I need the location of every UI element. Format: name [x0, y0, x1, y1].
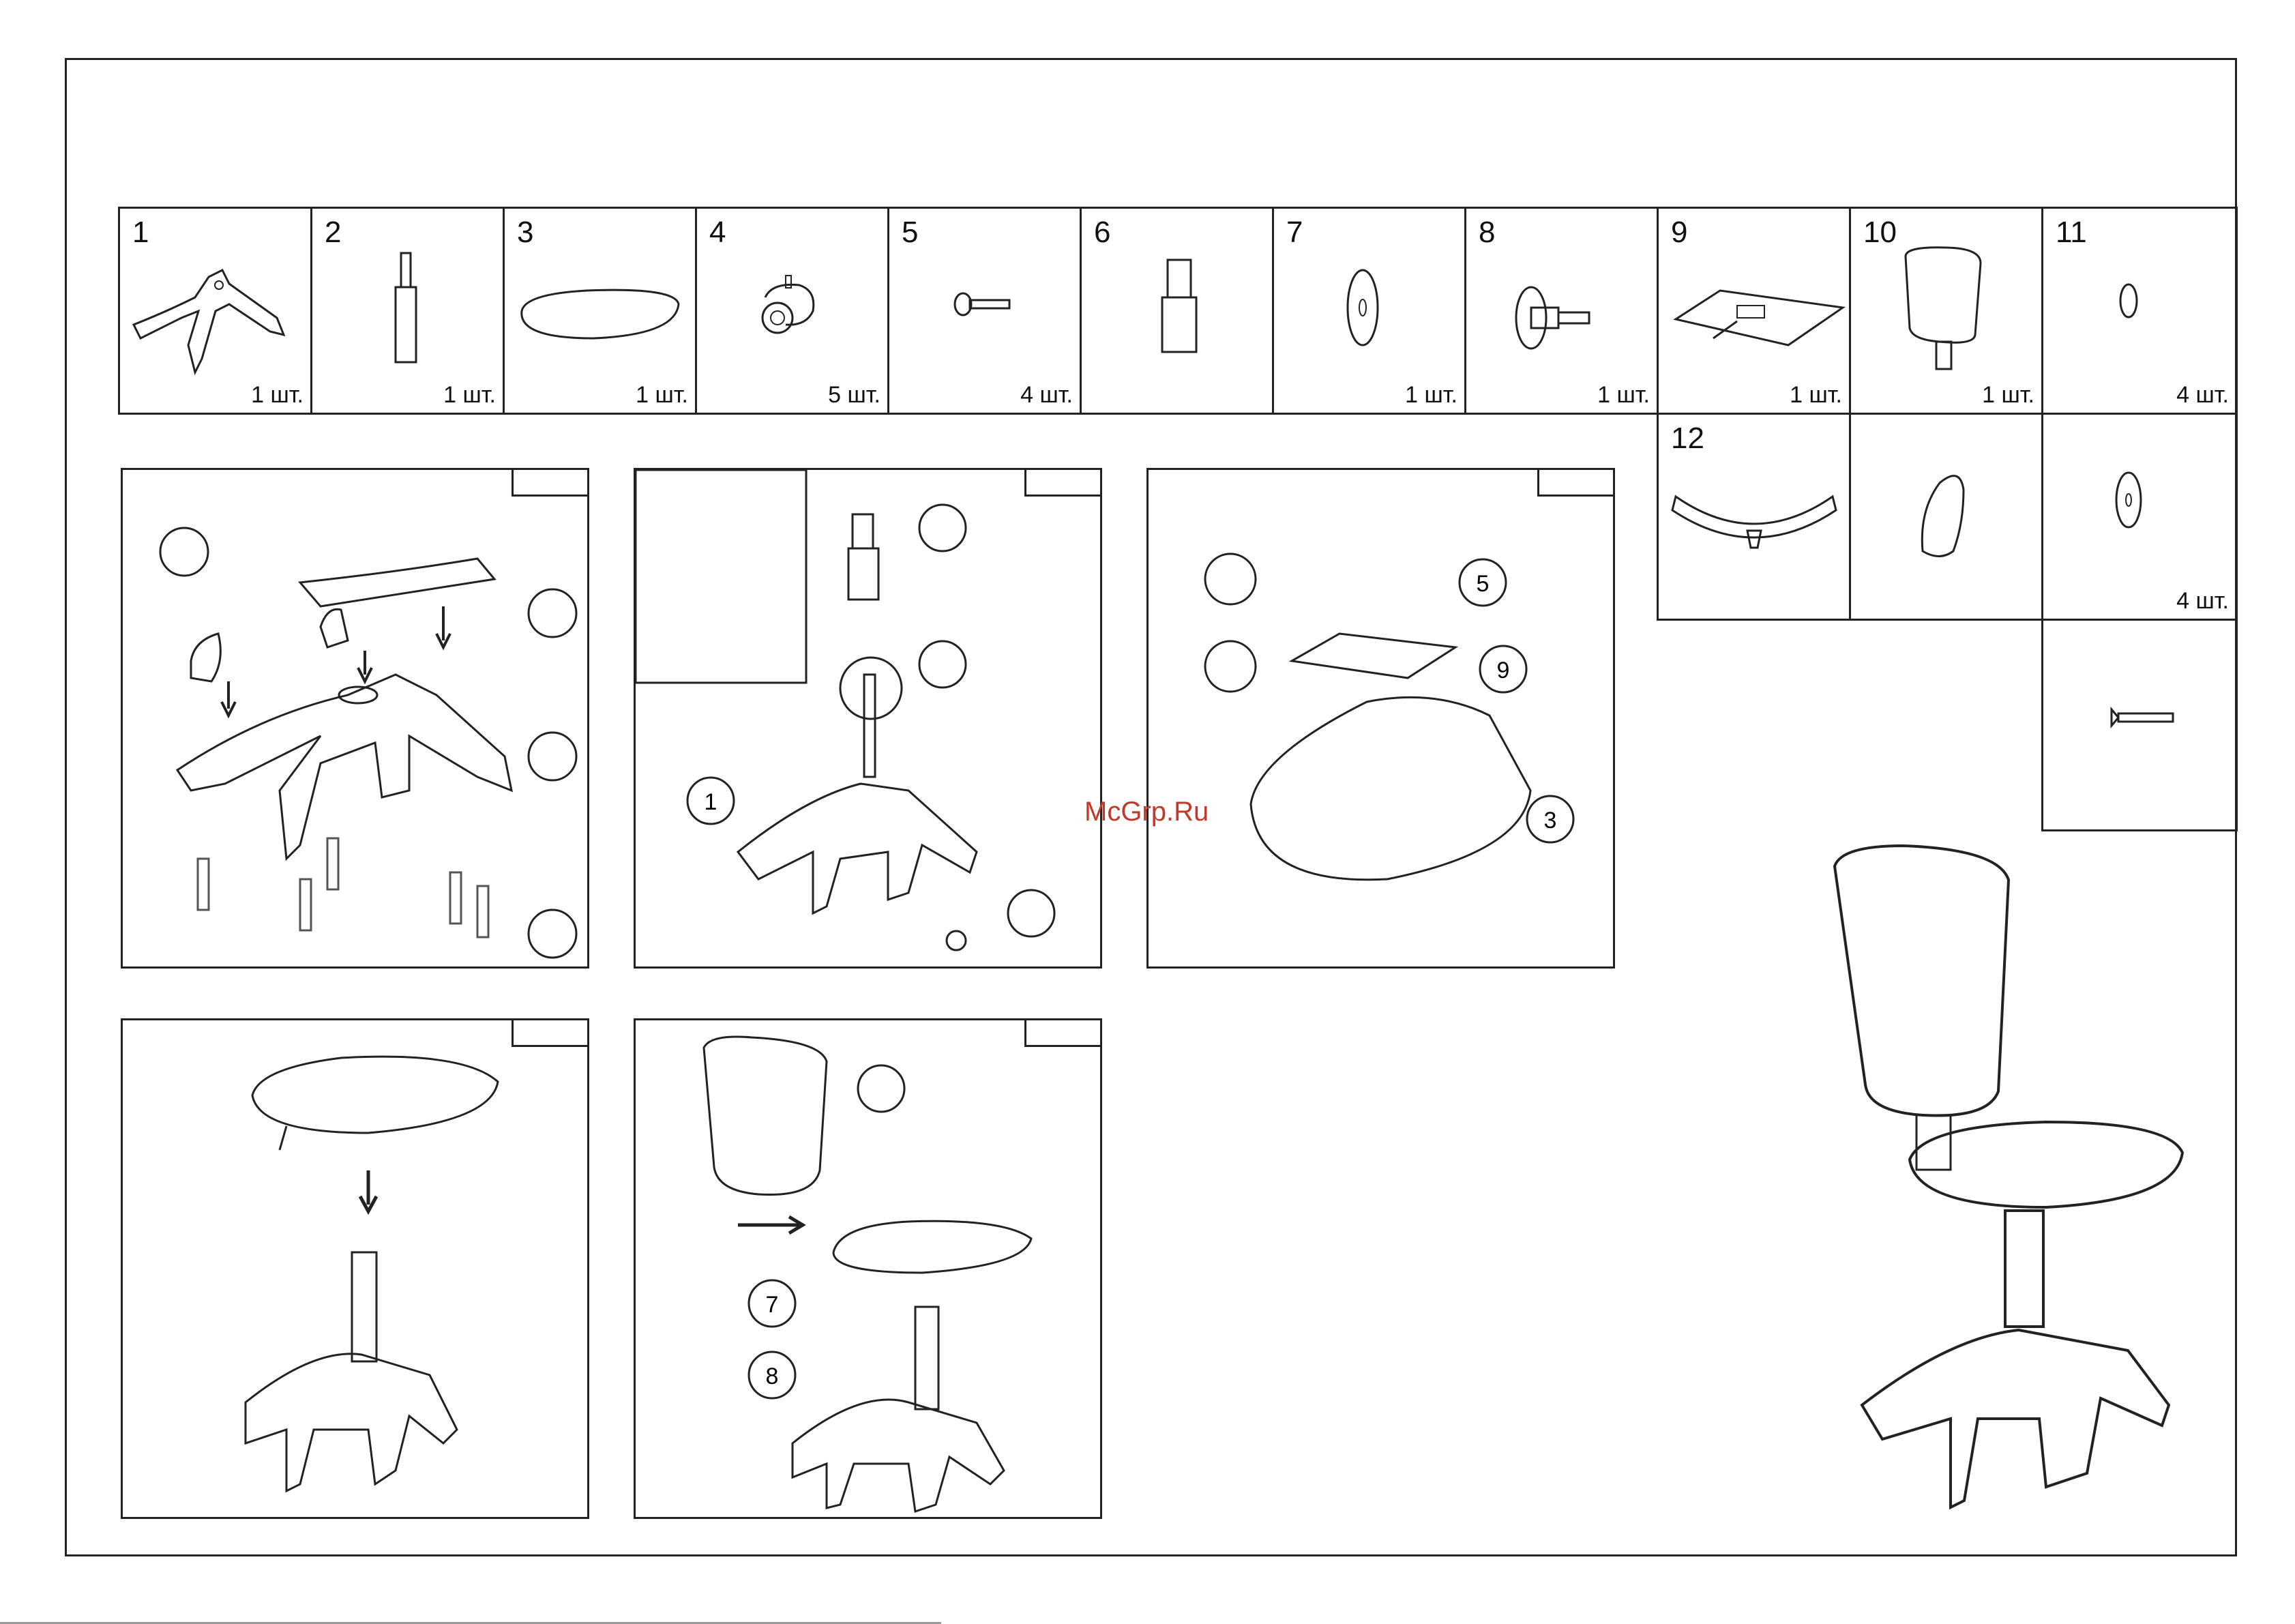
part-cell-13: [1849, 413, 2043, 621]
step-panel-3: 5 9 3: [1146, 468, 1615, 969]
callout-3: 3: [1544, 808, 1557, 833]
seat-mount-diagram: [123, 1020, 591, 1521]
step-panel-4: [121, 1018, 589, 1519]
lift-cover-icon: [1082, 209, 1276, 417]
part-cell-7: 7 1 шт.: [1272, 207, 1466, 415]
step-panel-2: 1: [634, 468, 1102, 969]
long-screw-icon: [2043, 621, 2240, 833]
base-assembly-diagram: [123, 470, 591, 971]
part-cell-2: 2 1 шт.: [310, 207, 505, 415]
part-qty: 1 шт.: [636, 382, 688, 409]
part-qty: 1 шт.: [1982, 382, 2034, 409]
step-panel-1: [121, 468, 589, 969]
part-qty: 1 шт.: [1790, 382, 1842, 409]
part-qty: 5 шт.: [828, 382, 880, 409]
part-cell-15: [2041, 619, 2238, 831]
callout-5: 5: [1477, 571, 1490, 597]
part-cell-11: 11 4 шт.: [2041, 207, 2238, 415]
callout-9: 9: [1497, 658, 1510, 683]
part-cell-8: 8 1 шт.: [1464, 207, 1659, 415]
part-cell-10: 10 1 шт.: [1849, 207, 2043, 415]
callout-7: 7: [766, 1292, 779, 1318]
watermark: McGrp.Ru: [1084, 797, 1209, 827]
seat-mechanism-diagram: 5 9 3: [1149, 470, 1617, 971]
callout-8: 8: [766, 1363, 779, 1389]
part-qty: 1 шт.: [1405, 382, 1457, 409]
part-cell-4: 4 5 шт.: [695, 207, 889, 415]
part-cell-9: 9 1 шт.: [1657, 207, 1851, 415]
step-panel-5: 7 8: [634, 1018, 1102, 1519]
backrest-mount-diagram: 7 8: [636, 1020, 1104, 1521]
part-cell-3: 3 1 шт.: [503, 207, 697, 415]
callout-1: 1: [705, 789, 717, 815]
part-qty: 4 шт.: [2176, 382, 2229, 409]
part-qty: 4 шт.: [2176, 588, 2229, 615]
part-qty: 4 шт.: [1020, 382, 1073, 409]
part-cell-14: 4 шт.: [2041, 413, 2238, 621]
gas-lift-install-diagram: 1: [636, 470, 1104, 971]
part-qty: 1 шт.: [1597, 382, 1650, 409]
part-cell-1: 1 1 шт.: [118, 207, 312, 415]
part-cell-6: 6: [1080, 207, 1274, 415]
part-qty: 1 шт.: [443, 382, 496, 409]
part-cell-5: 5 4 шт.: [887, 207, 1082, 415]
part-cell-12: 12: [1657, 413, 1851, 621]
footrest-ring-icon: [1659, 415, 1853, 623]
cap-icon: [1851, 415, 2045, 623]
part-qty: 1 шт.: [251, 382, 303, 409]
